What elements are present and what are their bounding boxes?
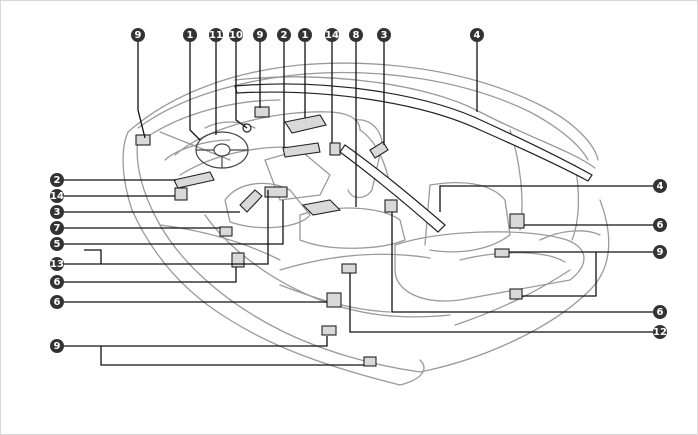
parts: [135, 83, 593, 367]
callout-number: 2: [281, 30, 288, 41]
callout-number: 6: [54, 277, 61, 288]
callout-marker: [50, 339, 64, 353]
callout-3: 3: [50, 205, 64, 219]
callout-number: 3: [54, 207, 61, 218]
callout-9: 9: [253, 28, 267, 42]
callout-number: 14: [325, 30, 339, 41]
callout-marker: [653, 245, 667, 259]
callout-number: 9: [135, 30, 142, 41]
callout-number: 6: [54, 297, 61, 308]
callout-4: 4: [653, 179, 667, 193]
callout-number: 5: [54, 239, 61, 250]
callout-marker: [298, 28, 312, 42]
callout-marker: [277, 28, 291, 42]
callout-number: 9: [657, 247, 664, 258]
callout-number: 14: [50, 191, 64, 202]
callout-marker: [229, 28, 243, 42]
car-body: [122, 62, 610, 386]
callout-number: 13: [50, 259, 64, 270]
callout-number: 1: [187, 30, 194, 41]
callout-9: 9: [131, 28, 145, 42]
callout-marker: [470, 28, 484, 42]
callout-marker: [50, 221, 64, 235]
callout-6: 6: [653, 218, 667, 232]
callout-marker: [50, 205, 64, 219]
callout-marker: [183, 28, 197, 42]
callout-number: 6: [657, 307, 664, 318]
callout-marker: [131, 28, 145, 42]
callout-9: 9: [653, 245, 667, 259]
callout-9: 9: [50, 339, 64, 353]
callout-number: 7: [54, 223, 61, 234]
callout-marker: [653, 218, 667, 232]
callout-14: 14: [50, 189, 64, 203]
callout-marker: [50, 275, 64, 289]
callout-number: 2: [54, 175, 61, 186]
callout-marker: [325, 28, 339, 42]
leader-lines: [64, 42, 656, 366]
callout-13: 13: [50, 257, 64, 271]
callout-11: 11: [209, 28, 223, 42]
callout-number: 3: [381, 30, 388, 41]
callout-10: 10: [229, 28, 243, 42]
callout-marker: [653, 305, 667, 319]
callout-number: 8: [353, 30, 360, 41]
callout-marker: [50, 173, 64, 187]
callout-2: 2: [277, 28, 291, 42]
callout-1: 1: [183, 28, 197, 42]
callout-marker: [653, 325, 667, 339]
callout-marker: [50, 257, 64, 271]
callout-marker: [209, 28, 223, 42]
callout-marker: [377, 28, 391, 42]
callout-6: 6: [50, 295, 64, 309]
callout-6: 6: [653, 305, 667, 319]
callout-number: 4: [474, 30, 481, 41]
callout-4: 4: [470, 28, 484, 42]
callout-number: 9: [257, 30, 264, 41]
callout-number: 1: [302, 30, 309, 41]
callout-14: 14: [325, 28, 339, 42]
callout-8: 8: [349, 28, 363, 42]
callout-number: 9: [54, 341, 61, 352]
callout-marker: [253, 28, 267, 42]
callout-6: 6: [50, 275, 64, 289]
callout-marker: [349, 28, 363, 42]
callout-marker: [50, 295, 64, 309]
callout-2: 2: [50, 173, 64, 187]
callout-3: 3: [377, 28, 391, 42]
callout-number: 12: [653, 327, 667, 338]
callout-12: 12: [653, 325, 667, 339]
callout-5: 5: [50, 237, 64, 251]
callout-1: 1: [298, 28, 312, 42]
callout-number: 6: [657, 220, 664, 231]
callout-marker: [50, 237, 64, 251]
callout-number: 4: [657, 181, 664, 192]
callout-marker: [50, 189, 64, 203]
callout-marker: [653, 179, 667, 193]
callout-7: 7: [50, 221, 64, 235]
callout-number: 11: [209, 30, 223, 41]
callout-number: 10: [229, 30, 243, 41]
